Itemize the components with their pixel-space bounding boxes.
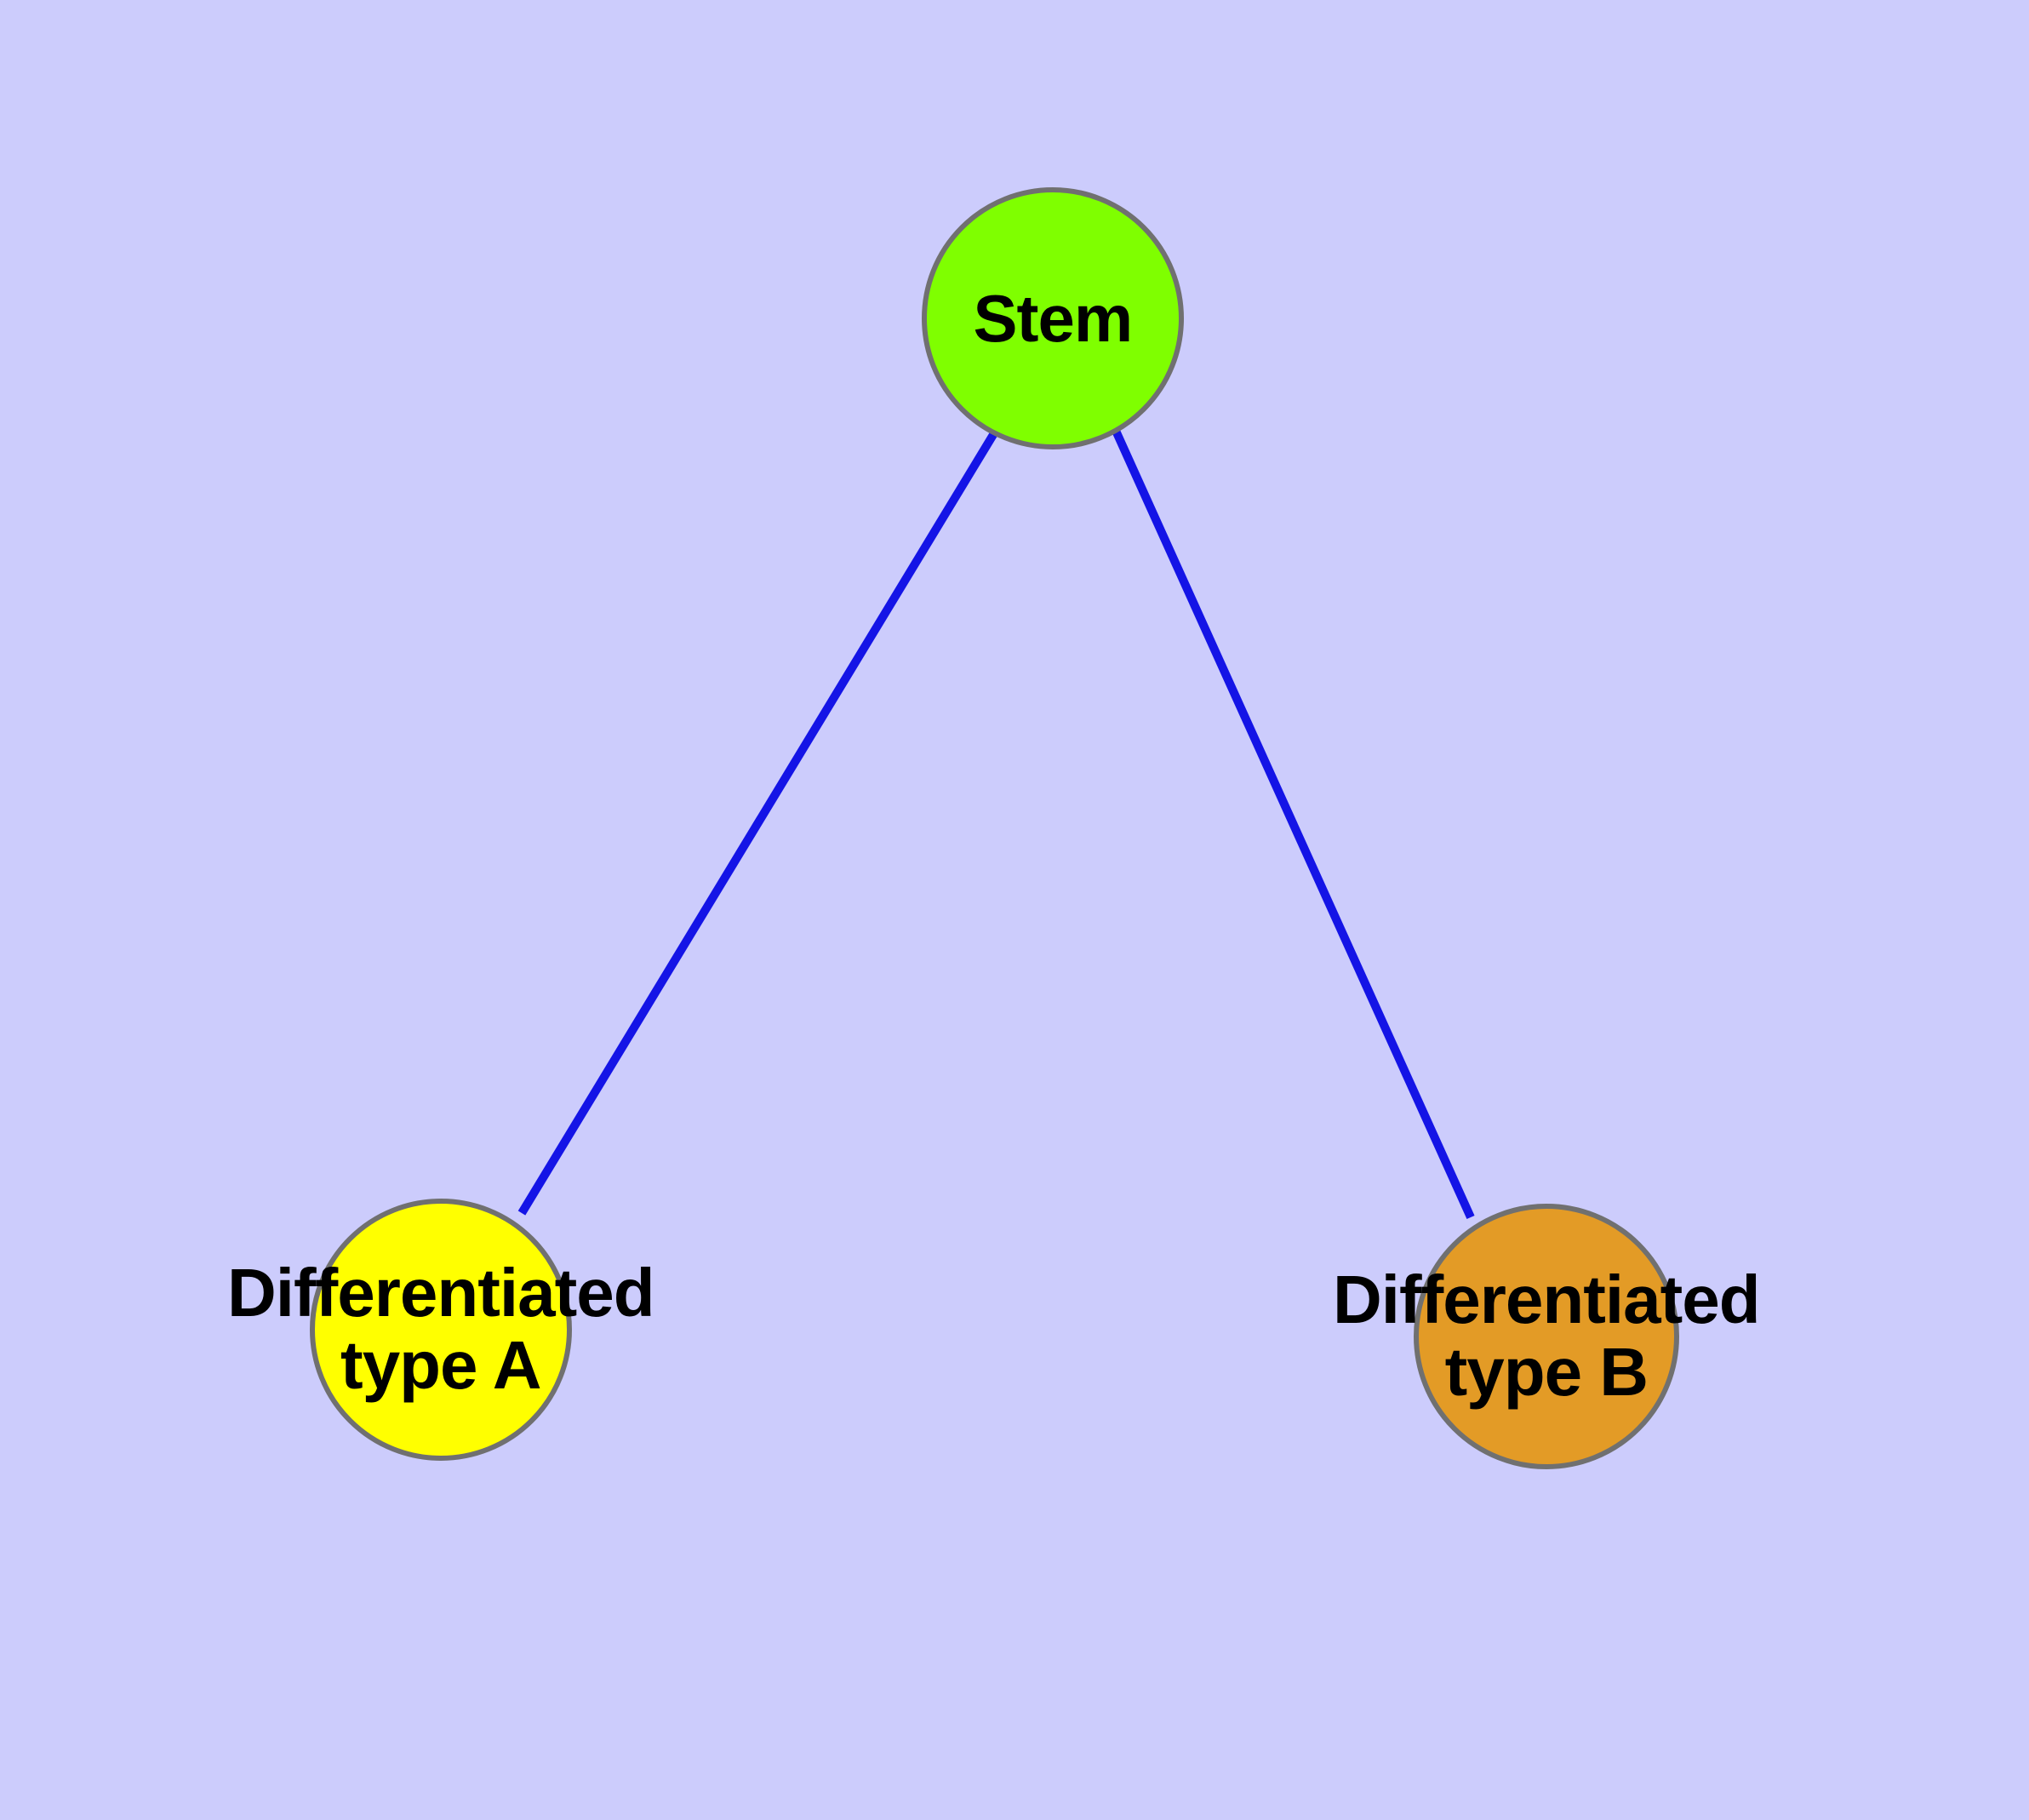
edges-layer: [517, 428, 1475, 1220]
graph-edge-stem-diff_b[interactable]: [1112, 428, 1475, 1220]
graph-node-diff_a[interactable]: [310, 1199, 572, 1461]
graph-node-diff_b[interactable]: [1414, 1204, 1679, 1469]
graph-node-stem[interactable]: [922, 187, 1184, 449]
graph-edge-stem-diff_a[interactable]: [517, 431, 998, 1216]
nodes-layer: [310, 187, 1679, 1469]
